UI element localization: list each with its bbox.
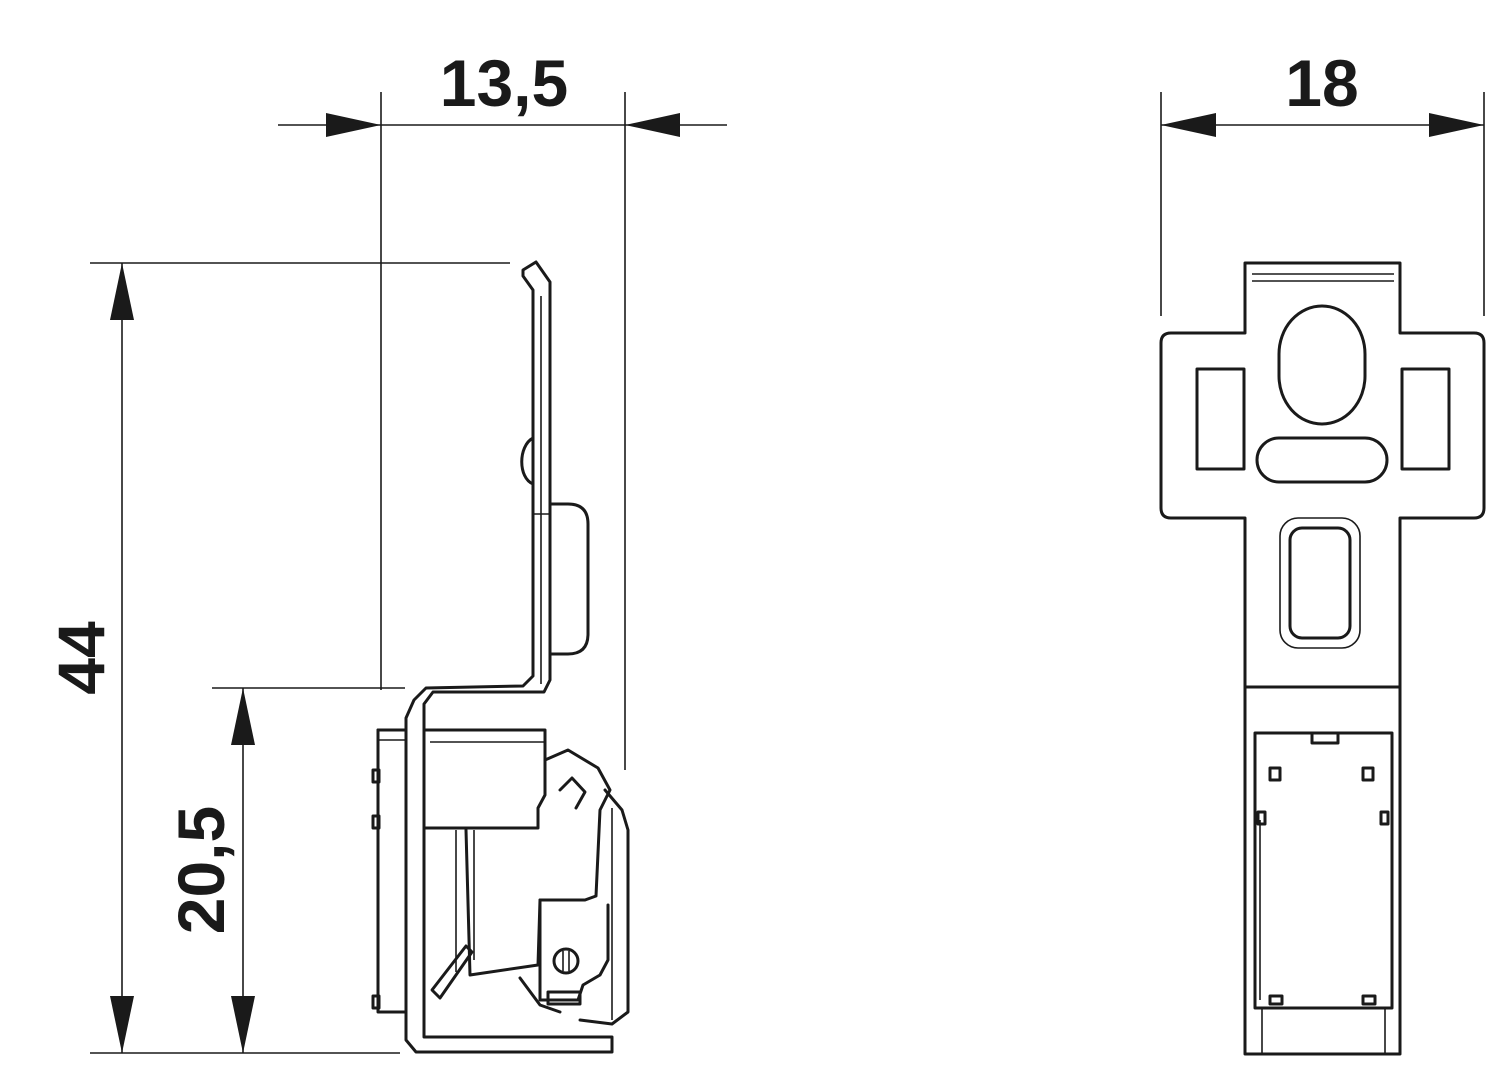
dimension-label-front-width: 18 [1285, 46, 1358, 120]
dimension-front-width: 18 [1160, 46, 1485, 316]
dimension-label-side-width: 13,5 [440, 46, 568, 120]
dimension-total-height: 44 [44, 262, 510, 1054]
front-view-part [1159, 261, 1486, 1056]
dimension-side-width: 13,5 [278, 46, 727, 770]
side-view-part [371, 260, 630, 1054]
dimension-lower-height: 20,5 [164, 687, 405, 1053]
dimension-label-total-height: 44 [44, 621, 118, 695]
dimension-label-lower-height: 20,5 [164, 806, 238, 934]
